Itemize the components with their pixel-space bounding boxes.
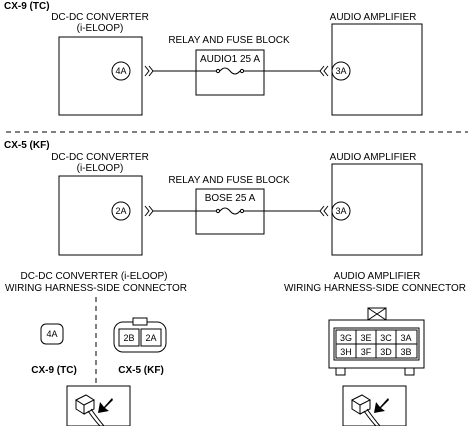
- section2-converter-box: [58, 175, 143, 256]
- kf-connector-label: CX-5 (KF): [118, 365, 164, 376]
- section2-converter-terminal-label: 2A: [115, 206, 126, 216]
- amplifier-harness-icon: [342, 385, 407, 426]
- section1-amplifier-terminal-label: 3A: [335, 66, 346, 76]
- section1-model-label: CX-9 (TC): [4, 1, 50, 12]
- section1-relay-block-label: RELAY AND FUSE BLOCK: [168, 35, 290, 46]
- section1-converter-terminal: [111, 61, 131, 81]
- kf-connector: 2B 2A: [113, 317, 167, 353]
- section1-wire: [144, 65, 329, 77]
- amp-terminal-3g: 3G: [340, 333, 352, 343]
- section2-relay-block-label: RELAY AND FUSE BLOCK: [168, 175, 290, 186]
- section-cx5: CX-5 (KF) DC-DC CONVERTER (i-ELOOP) RELA…: [4, 140, 423, 256]
- converter-harness-icon: [66, 385, 131, 426]
- amp-terminal-3a: 3A: [400, 333, 411, 343]
- section2-converter-terminal: [111, 201, 131, 221]
- kf-terminal-2b: 2B: [123, 333, 134, 343]
- amp-terminal-3h: 3H: [340, 347, 352, 357]
- amp-terminal-3d: 3D: [380, 347, 392, 357]
- amp-terminal-3c: 3C: [380, 333, 392, 343]
- section1-converter-terminal-label: 4A: [115, 66, 126, 76]
- section-cx9: CX-9 (TC) DC-DC CONVERTER (i-ELOOP) RELA…: [4, 1, 423, 116]
- section2-converter-sublabel: (i-ELOOP): [77, 163, 124, 174]
- section2-model-label: CX-5 (KF): [4, 140, 50, 151]
- section2-wire: [144, 205, 329, 217]
- section1-relay-fuse-box: [195, 49, 265, 96]
- tc-connector: [40, 323, 64, 345]
- section2-amplifier-label: AUDIO AMPLIFIER: [330, 152, 417, 163]
- section2-amplifier-terminal-label: 3A: [335, 206, 346, 216]
- kf-terminal-2a: 2A: [145, 333, 156, 343]
- amplifier-connector: 3G 3E 3C 3A 3H 3F 3D 3B: [328, 307, 425, 376]
- converter-connector-subtitle: WIRING HARNESS-SIDE CONNECTOR: [5, 283, 187, 294]
- section1-converter-label: DC-DC CONVERTER: [51, 12, 149, 23]
- tc-connector-terminal: 4A: [46, 329, 57, 339]
- tc-connector-label: CX-9 (TC): [31, 365, 77, 376]
- section1-converter-box: [58, 36, 143, 116]
- amp-terminal-3b: 3B: [400, 347, 411, 357]
- amplifier-connector-subtitle: WIRING HARNESS-SIDE CONNECTOR: [284, 283, 466, 294]
- section1-fuse-label: AUDIO1 25 A: [200, 54, 260, 65]
- section2-converter-label: DC-DC CONVERTER: [51, 152, 149, 163]
- section2-fuse-label: BOSE 25 A: [205, 193, 256, 204]
- section1-amplifier-label: AUDIO AMPLIFIER: [330, 12, 417, 23]
- amp-terminal-3e: 3E: [360, 333, 371, 343]
- section1-converter-sublabel: (i-ELOOP): [77, 23, 124, 34]
- section1-amplifier-terminal: [331, 61, 351, 81]
- amplifier-connector-title: AUDIO AMPLIFIER: [334, 271, 421, 282]
- amp-terminal-3f: 3F: [361, 347, 372, 357]
- amplifier-connector-section: AUDIO AMPLIFIER WIRING HARNESS-SIDE CONN…: [284, 271, 466, 426]
- section2-amplifier-terminal: [331, 201, 351, 221]
- converter-connector-section: DC-DC CONVERTER (i-ELOOP) WIRING HARNESS…: [5, 271, 187, 426]
- converter-connector-title: DC-DC CONVERTER (i-ELOOP): [20, 271, 167, 282]
